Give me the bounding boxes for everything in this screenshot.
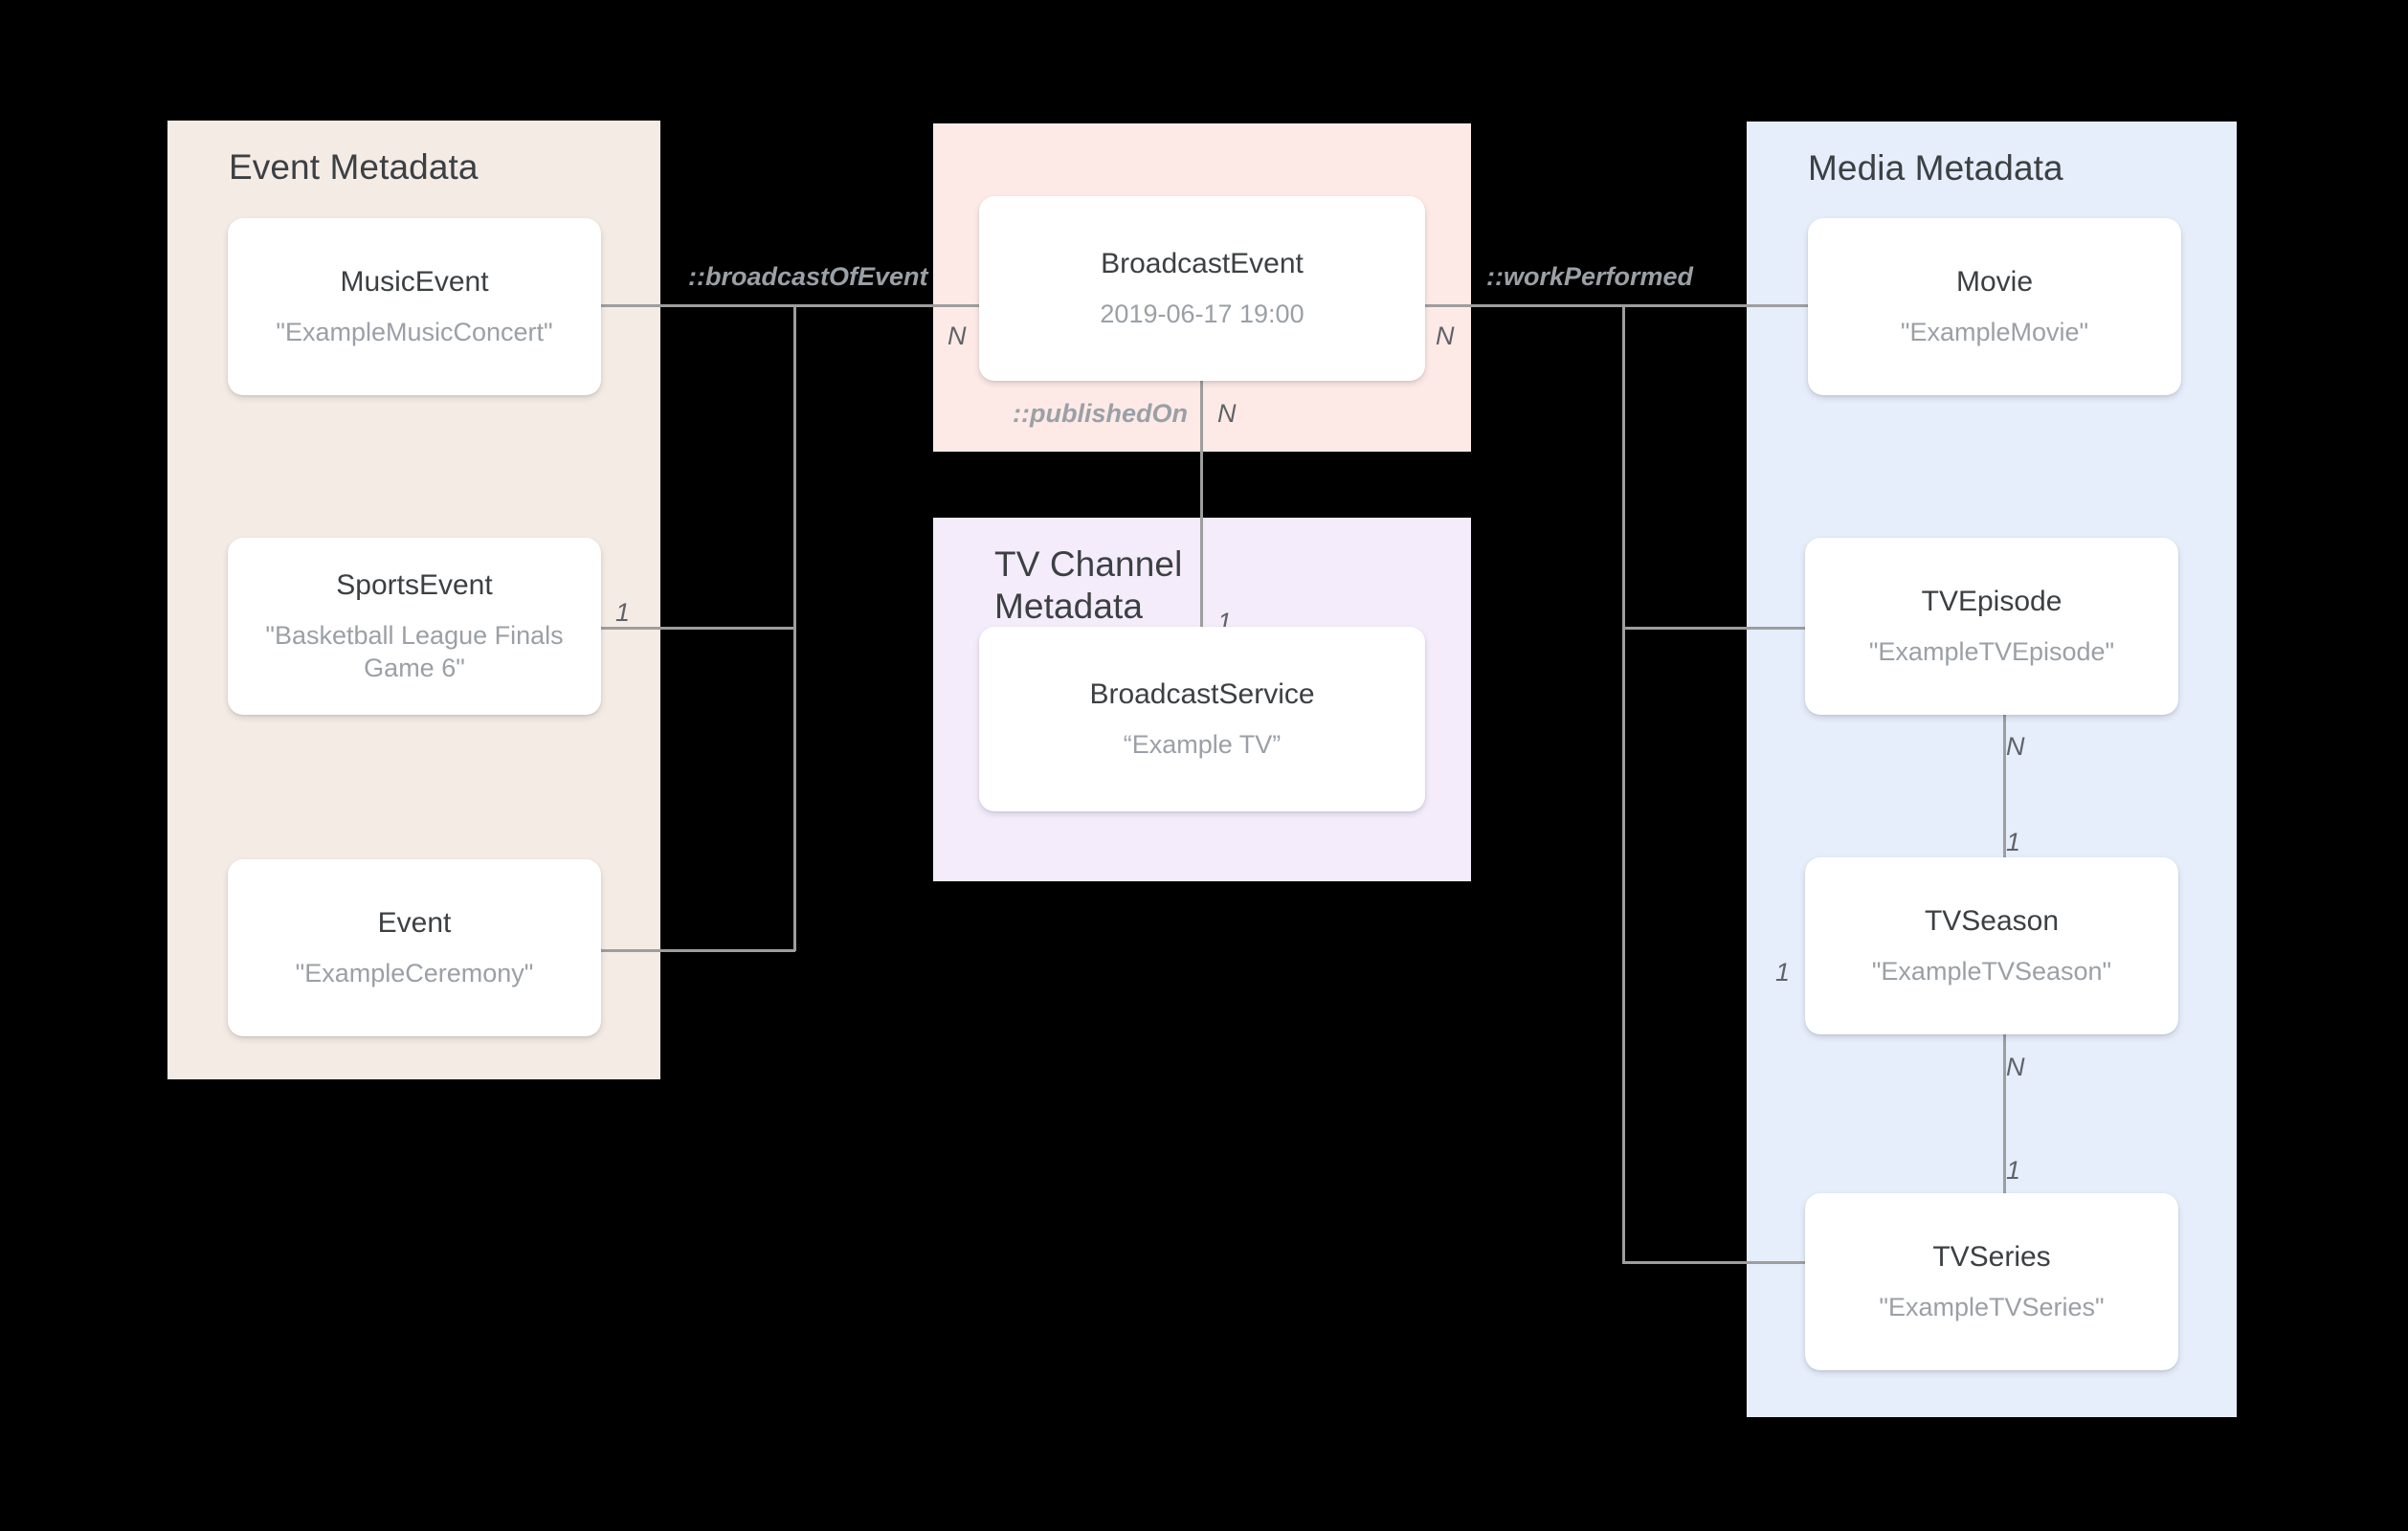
entity-card-value: "ExampleTVEpisode" xyxy=(1868,636,2115,666)
entity-card-title: BroadcastEvent xyxy=(1101,248,1304,280)
connector-broadcast-to-service-v xyxy=(1200,381,1203,627)
entity-card-title: TVSeason xyxy=(1924,905,2060,938)
entity-card-broadcast-event[interactable]: BroadcastEvent 2019-06-17 19:00 xyxy=(979,196,1425,381)
connector-event-to-trunk-h xyxy=(601,949,795,952)
entity-card-tv-series[interactable]: TVSeries "ExampleTVSeries" xyxy=(1805,1193,2178,1370)
entity-card-movie[interactable]: Movie "ExampleMovie" xyxy=(1808,218,2181,395)
cardinality-label-sports-event-1: 1 xyxy=(615,598,631,627)
cardinality-label-work-performed-n: N xyxy=(1436,322,1455,350)
connector-right-trunk-v xyxy=(1622,304,1625,1261)
entity-card-title: TVSeries xyxy=(1932,1241,2051,1274)
entity-card-value: "ExampleTVSeason" xyxy=(1871,956,2112,986)
entity-card-value: "Basketball League Finals Game 6" xyxy=(265,620,564,683)
entity-card-value: 2019-06-17 19:00 xyxy=(1100,299,1304,328)
entity-card-title: BroadcastService xyxy=(1089,678,1315,711)
group-title-tv-channel-metadata: TV Channel Metadata xyxy=(994,544,1183,626)
cardinality-label-tv-season-1-top: 1 xyxy=(2006,828,2021,856)
cardinality-label-tv-season-n: N xyxy=(2006,1053,2025,1081)
cardinality-label-published-on-n: N xyxy=(1217,399,1237,428)
entity-card-title: SportsEvent xyxy=(336,569,493,602)
cardinality-label-music-event-n: N xyxy=(948,322,967,350)
group-title-media-metadata: Media Metadata xyxy=(1808,148,2063,188)
entity-card-value: "ExampleTVSeries" xyxy=(1879,1292,2105,1321)
connector-music-to-trunk-h xyxy=(601,304,795,307)
entity-card-value: “Example TV” xyxy=(1123,729,1282,759)
entity-card-tv-season[interactable]: TVSeason "ExampleTVSeason" xyxy=(1805,857,2178,1034)
entity-card-music-event[interactable]: MusicEvent "ExampleMusicConcert" xyxy=(228,218,601,395)
cardinality-label-tv-season-1-left: 1 xyxy=(1775,958,1791,987)
connector-trunk-to-series-h xyxy=(1622,1261,1805,1264)
entity-card-value: "ExampleMovie" xyxy=(1900,317,2089,346)
connector-trunk-to-episode-h xyxy=(1622,627,1805,630)
edge-label-work-performed: ::workPerformed xyxy=(1486,262,1694,291)
edge-label-broadcast-of-event: ::broadcastOfEvent xyxy=(688,262,928,291)
entity-card-title: TVEpisode xyxy=(1921,586,2062,618)
connector-sports-to-trunk-h xyxy=(601,627,795,630)
entity-card-title: MusicEvent xyxy=(340,266,489,299)
connector-broadcast-to-movie-h xyxy=(1425,304,1808,307)
connector-trunk-to-broadcast-h xyxy=(793,304,981,307)
entity-card-tv-episode[interactable]: TVEpisode "ExampleTVEpisode" xyxy=(1805,538,2178,715)
connector-episode-to-season-v xyxy=(2003,715,2006,857)
entity-card-value: "ExampleMusicConcert" xyxy=(276,317,553,346)
entity-card-broadcast-service[interactable]: BroadcastService “Example TV” xyxy=(979,627,1425,811)
entity-card-title: Event xyxy=(377,907,452,940)
connector-season-to-series-v xyxy=(2003,1034,2006,1193)
edge-label-published-on: ::publishedOn xyxy=(1013,399,1188,428)
cardinality-label-tv-series-1: 1 xyxy=(2006,1156,2021,1185)
entity-card-title: Movie xyxy=(1955,266,2034,299)
group-title-event-metadata: Event Metadata xyxy=(229,147,479,187)
entity-card-value: "ExampleCeremony" xyxy=(295,958,534,987)
entity-card-event[interactable]: Event "ExampleCeremony" xyxy=(228,859,601,1036)
entity-card-sports-event[interactable]: SportsEvent "Basketball League Finals Gam… xyxy=(228,538,601,715)
cardinality-label-tv-episode-n: N xyxy=(2006,732,2025,761)
